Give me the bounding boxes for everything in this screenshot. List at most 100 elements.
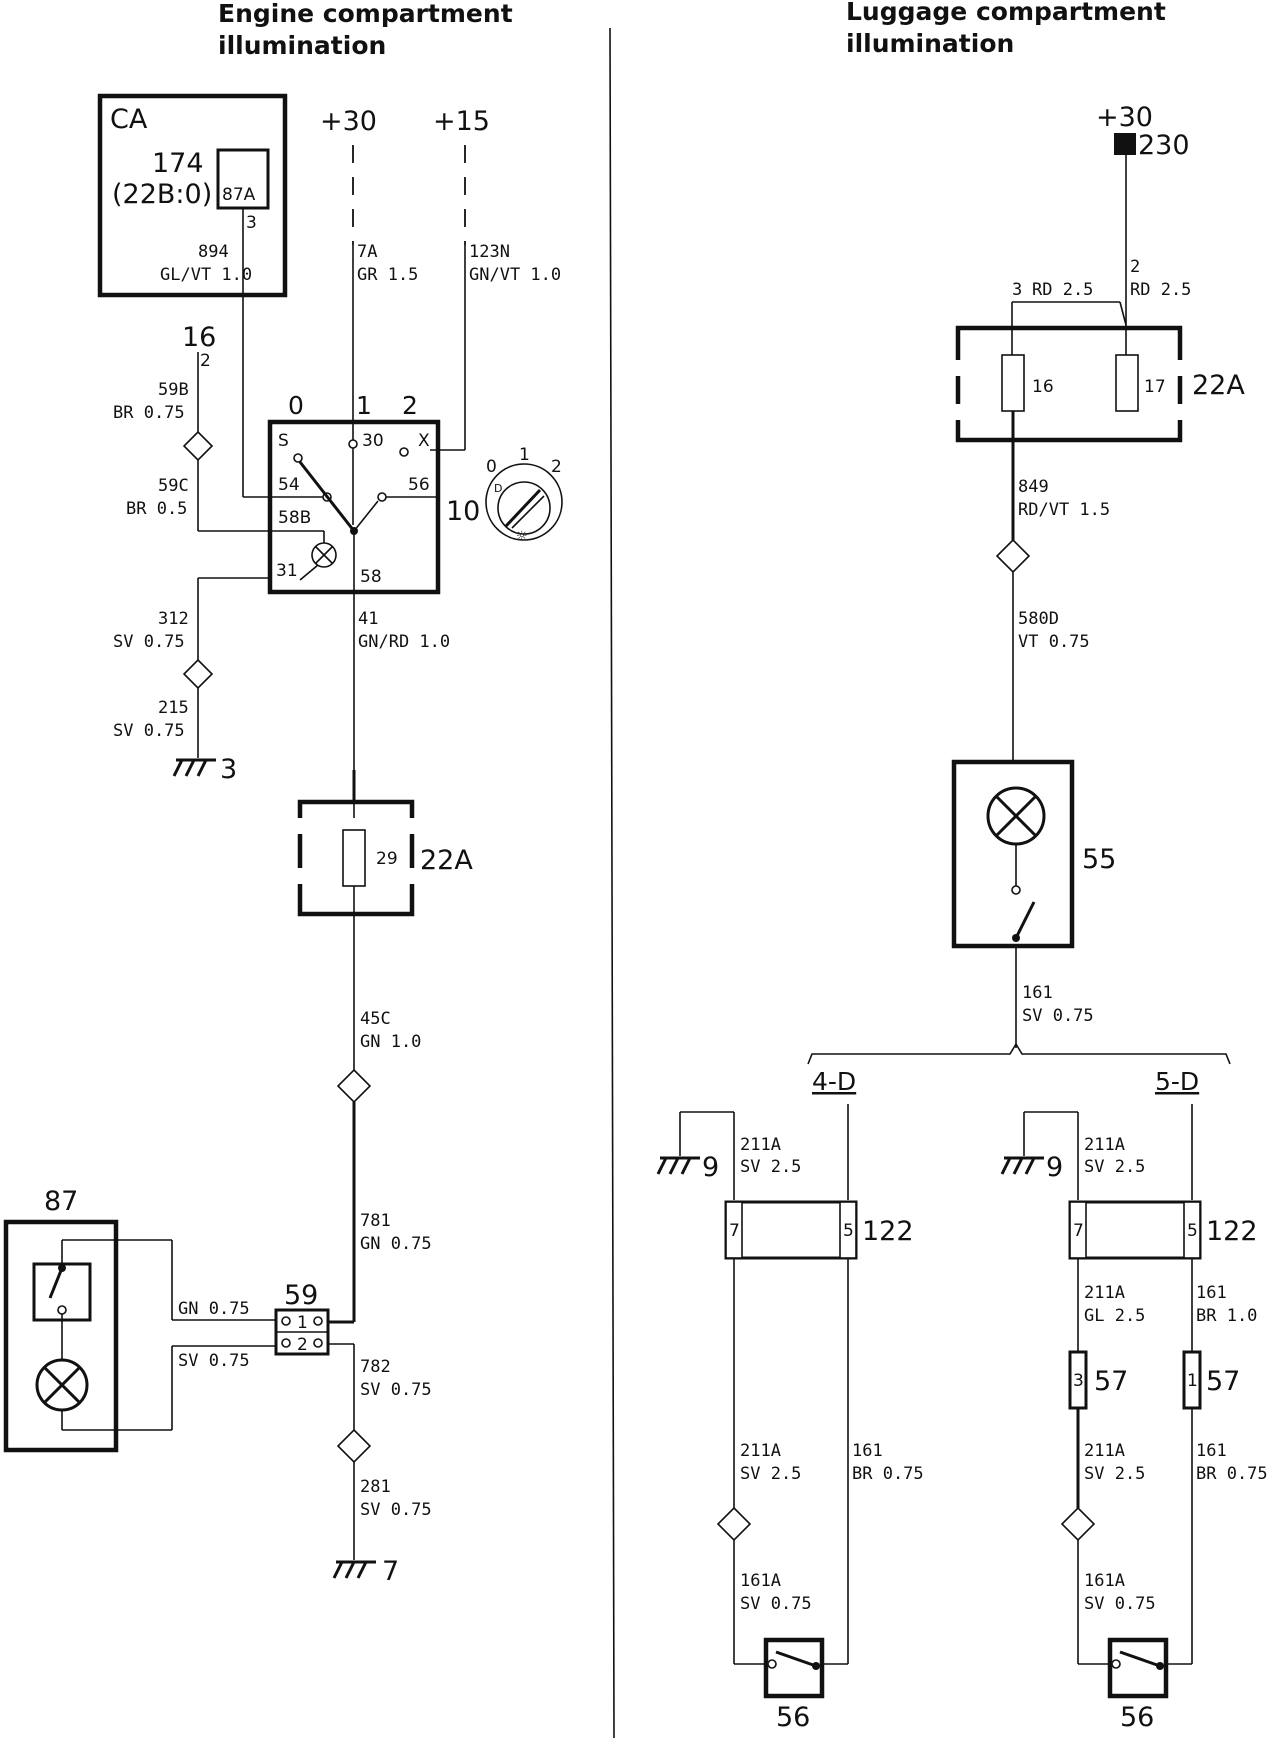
wire-211a-4d-low-code: 211A: [740, 1441, 781, 1461]
ground-3-icon: [172, 758, 216, 777]
conn59-pin2: 2: [297, 1335, 308, 1355]
conn59-pin2-right: [313, 1338, 323, 1348]
branch-4d: 9 211A SV 2.5 7 5 122 211A SV 2.5 161 BR…: [656, 1104, 924, 1733]
fuse-16: [1001, 354, 1025, 412]
wire-161-br10-spec: BR 1.0: [1196, 1306, 1257, 1326]
switch56-4d-blade: [775, 1650, 817, 1668]
wire-211a-gl-spec: GL 2.5: [1084, 1306, 1145, 1326]
lamp87-switch-contact: [57, 1305, 67, 1315]
luggage-section: +30 230 2 RD 2.5 3 RD 2.5 16 17 22A 849 …: [656, 102, 1268, 1733]
splice-59b: [182, 430, 214, 462]
lamp55-switch-pivot: [1012, 934, 1020, 942]
conn230-square: [1114, 133, 1136, 155]
splice-312: [182, 658, 214, 690]
ca-pin-number: 3: [246, 213, 257, 233]
engine-fusebox-label: 22A: [420, 845, 473, 876]
wire-3-join: [1119, 301, 1127, 326]
knob-mark-sun: ☼: [516, 529, 528, 544]
conn59-label: 59: [284, 1280, 318, 1311]
ground-9-5d-icon: [1000, 1156, 1044, 1175]
wire-59b-spec: BR 0.75: [113, 403, 185, 423]
switch10-pos-0: 0: [288, 391, 304, 420]
engine-title-line1: Engine compartment: [218, 0, 513, 28]
engine-section: CA 174 (22B:0) 87A 3 894 GL/VT 1.0 +30 +…: [3, 93, 563, 1587]
conn230-label: 230: [1138, 130, 1190, 161]
conn59-pin1-left: [281, 1316, 291, 1326]
conn122-5d-label: 122: [1206, 1216, 1258, 1247]
switch10-term-58: 58: [360, 567, 382, 587]
ground-7-icon: [332, 1560, 376, 1579]
variant-4d: 4-D: [812, 1067, 856, 1096]
section-divider: [609, 27, 615, 1738]
lamp55-contact: [1011, 885, 1021, 895]
engine-title-line2: illumination: [218, 31, 386, 60]
wire-782-code: 782: [360, 1357, 391, 1377]
switch56-5d-pivot: [1156, 1662, 1164, 1670]
switch56-4d-contact: [767, 1659, 777, 1669]
switch10-term-54: 54: [278, 475, 300, 495]
engine-supply-30: +30: [320, 106, 377, 137]
wire-211a-5d-spec: SV 2.5: [1084, 1157, 1145, 1177]
knob-pos-0: 0: [486, 457, 497, 477]
ground-9-4d-label: 9: [702, 1152, 719, 1183]
knob-mark-d: D: [494, 482, 502, 495]
ca-module-label: CA: [110, 104, 148, 135]
wire-580d-code: 580D: [1018, 609, 1059, 629]
switch56-5d-box: [1107, 1637, 1169, 1699]
switch10-contact-s: [293, 453, 303, 463]
lamp55-box: [951, 759, 1075, 949]
switch10-blade: [298, 461, 356, 532]
wire-45c-code: 45C: [360, 1009, 391, 1029]
luggage-title-line1: Luggage compartment: [846, 0, 1166, 26]
conn122-5d-box: [1068, 1200, 1202, 1260]
engine-fusebox: [297, 799, 415, 917]
luggage-supply-30: +30: [1096, 102, 1153, 133]
conn59-pin2-left: [281, 1338, 291, 1348]
wire-215-spec: SV 0.75: [113, 721, 185, 741]
wire-161a-4d-spec: SV 0.75: [740, 1594, 812, 1614]
wire-161a-4d-code: 161A: [740, 1571, 781, 1591]
wire-59b-code: 59B: [158, 380, 189, 400]
lamp55-label: 55: [1082, 844, 1116, 875]
knob-pos-1: 1: [519, 445, 530, 465]
wire-849-code: 849: [1018, 477, 1049, 497]
branch-5d: 9 211A SV 2.5 7 5 122 211A GL 2.5 161 BR…: [1000, 1104, 1268, 1733]
wire-161a-5d-code: 161A: [1084, 1571, 1125, 1591]
wire-161a-5d-spec: SV 0.75: [1084, 1594, 1156, 1614]
luggage-fusebox: [955, 325, 1183, 443]
wire-161-spec: SV 0.75: [1022, 1006, 1094, 1026]
wire-580d-spec: VT 0.75: [1018, 632, 1090, 652]
wire-3-spec: RD 2.5: [1032, 280, 1093, 300]
wire-849-spec: RD/VT 1.5: [1018, 500, 1110, 520]
splice-849: [995, 538, 1031, 574]
switch56-5d-label: 56: [1120, 1702, 1154, 1733]
wire-41-spec: GN/RD 1.0: [358, 632, 450, 652]
wire-161-5d-spec: BR 0.75: [1196, 1464, 1268, 1484]
switch56-4d-box: [763, 1637, 825, 1699]
wire-312-code: 312: [158, 609, 189, 629]
wire-2-spec: RD 2.5: [1130, 280, 1191, 300]
switch56-4d-pivot: [812, 1662, 820, 1670]
engine-supply-15: +15: [433, 106, 490, 137]
conn16-label: 16: [182, 322, 216, 353]
conn59-pin1: 1: [297, 1313, 308, 1333]
switch10-contact-x: [399, 447, 409, 457]
wire-211a-5d-low-code: 211A: [1084, 1441, 1125, 1461]
lamp87-box: [3, 1219, 119, 1453]
lamp55-switch-blade: [1014, 901, 1036, 939]
wire-2-code: 2: [1130, 257, 1140, 277]
splice-4d: [716, 1506, 752, 1542]
wire-3-code: 3: [1012, 280, 1022, 300]
ground-3-label: 3: [220, 754, 237, 785]
wire-782-spec: SV 0.75: [360, 1380, 432, 1400]
switch10-31-lamp: [299, 564, 319, 581]
ca-module-ref: (22B:0): [112, 179, 212, 210]
conn57-pin3: 3: [1073, 1371, 1084, 1391]
conn59-left1-spec: GN 0.75: [178, 1299, 250, 1319]
switch10-pos-1: 1: [356, 391, 372, 420]
knob-pos-2: 2: [551, 457, 562, 477]
conn122-4d-pin5-label: 5: [843, 1221, 854, 1241]
wire-312-spec: SV 0.75: [113, 632, 185, 652]
splice-45c: [336, 1068, 372, 1104]
ground-9-5d-label: 9: [1046, 1152, 1063, 1183]
